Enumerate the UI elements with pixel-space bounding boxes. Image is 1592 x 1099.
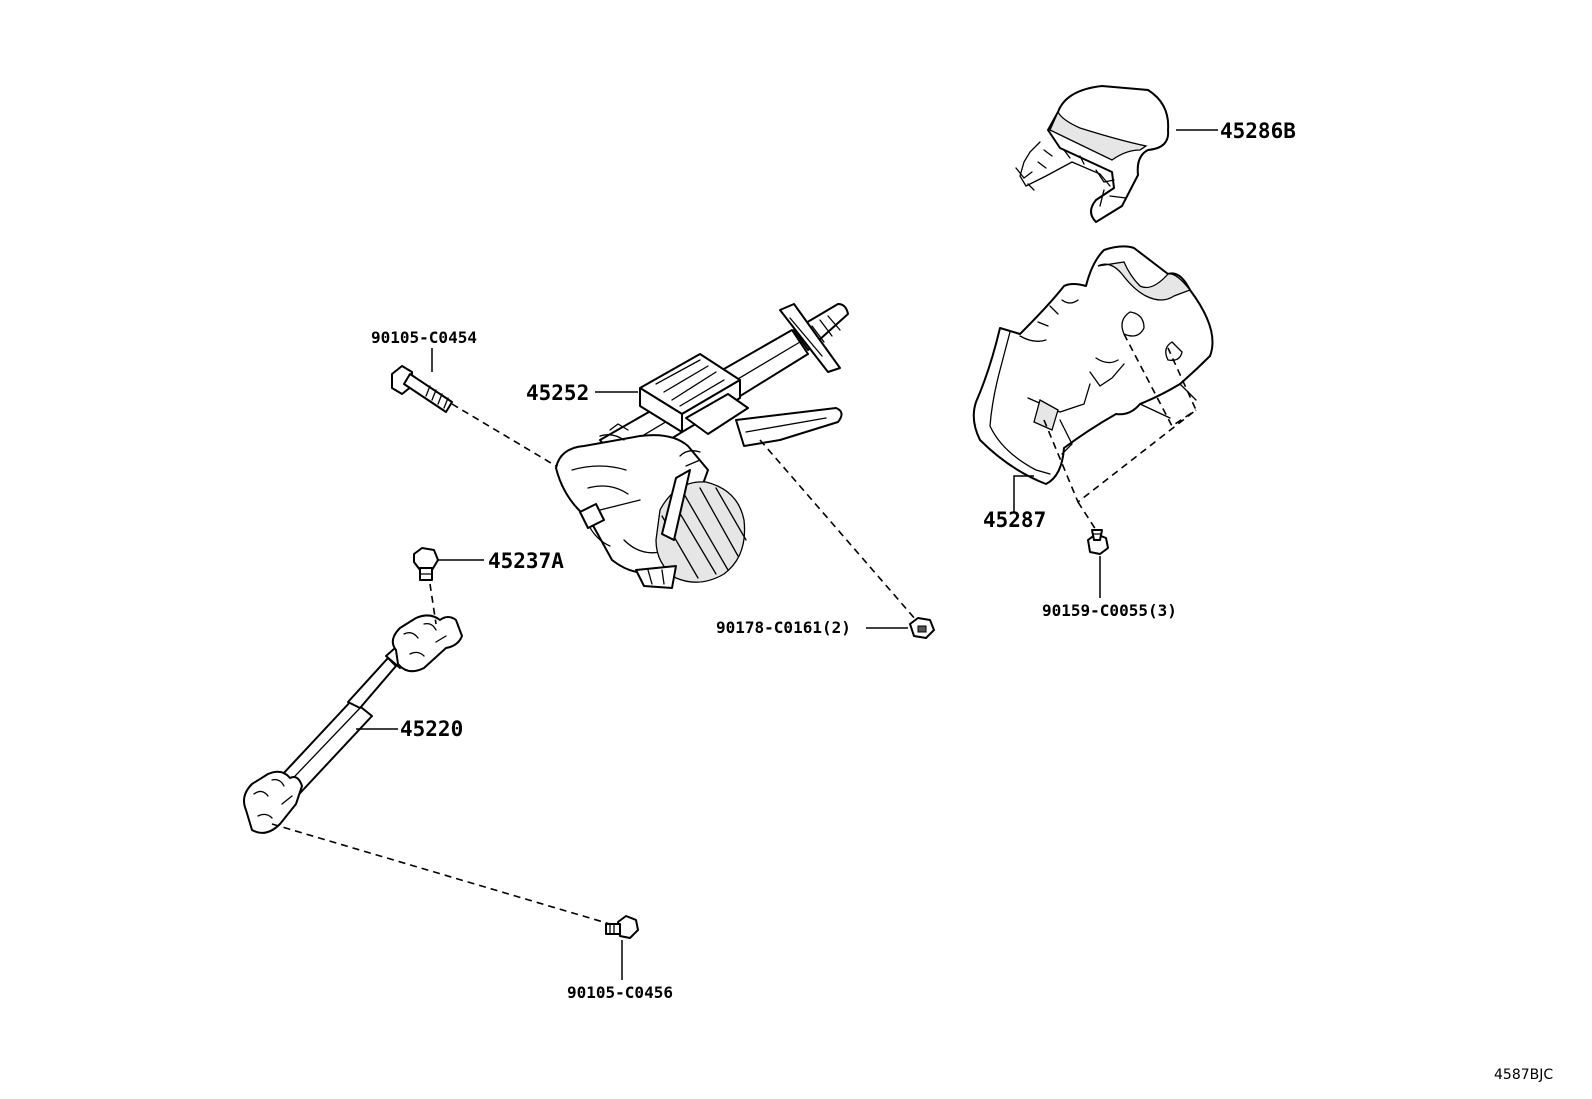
label-45287: 45287 (983, 508, 1046, 532)
label-90105-c0454: 90105-C0454 (371, 328, 477, 347)
leader-lines (356, 129, 1218, 980)
upper-column-cover (1015, 85, 1170, 223)
assembly-dashed-lines (271, 333, 1197, 925)
label-45220: 45220 (400, 717, 463, 741)
lower-column-cover (972, 245, 1214, 485)
label-45252: 45252 (526, 381, 589, 405)
intermediate-shaft (243, 614, 463, 834)
label-45237a: 45237A (488, 549, 564, 573)
diagram-code: 4587BJC (1494, 1067, 1553, 1083)
screw-90159-c0055 (1087, 529, 1109, 555)
steering-column-assembly (555, 303, 849, 589)
nut-90178-c0161 (909, 617, 935, 639)
label-90178-c0161: 90178-C0161(2) (716, 618, 851, 637)
label-90105-c0456: 90105-C0456 (567, 983, 673, 1002)
label-45286b: 45286B (1220, 119, 1296, 143)
bolt-45237a (413, 547, 439, 581)
bolt-90105-c0456 (605, 915, 639, 939)
bolt-90105-c0454 (391, 365, 453, 413)
label-90159-c0055: 90159-C0055(3) (1042, 601, 1177, 620)
